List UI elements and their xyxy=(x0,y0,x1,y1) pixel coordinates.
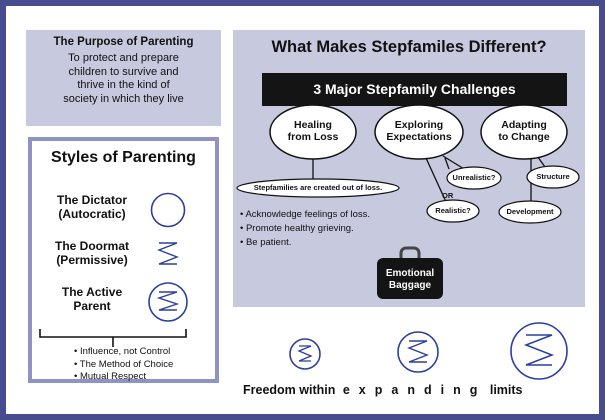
unrealistic-label: Unrealistic? xyxy=(452,173,496,182)
loss-statement: Stepfamilies are created out of loss. xyxy=(253,183,383,192)
development-label: Development xyxy=(506,207,554,216)
bracket-brace xyxy=(39,329,187,347)
challenge-change-label: Adapting to Change xyxy=(481,119,567,143)
purpose-line: children to survive and xyxy=(68,65,179,78)
unrealistic-ellipse xyxy=(446,166,502,190)
baggage-line: Baggage xyxy=(388,280,432,291)
structure-label: Structure xyxy=(536,172,570,181)
style-name: The Active xyxy=(61,285,123,299)
challenge-ellipse xyxy=(374,104,464,160)
style-type: (Autocratic) xyxy=(58,207,126,221)
active-parent-bullets: • Influence, not Control • The Method of… xyxy=(74,346,173,384)
purpose-line: society in which they live xyxy=(63,92,184,105)
style-name: The Dictator xyxy=(56,193,127,207)
or-label: OR xyxy=(442,191,454,200)
stepfamilies-panel: What Makes Stepfamiles Different? 3 Majo… xyxy=(233,30,585,307)
challenge-ellipse xyxy=(269,104,357,160)
zigzag-icon xyxy=(157,242,179,265)
bullet-item: • Mutual Respect xyxy=(74,371,146,382)
challenges-bar-label: 3 Major Stepfamily Challenges xyxy=(313,81,516,97)
bullet-item: • Be patient. xyxy=(240,237,292,248)
challenges-diagram xyxy=(236,104,580,299)
challenge-expectations-label: Exploring Expectations xyxy=(375,119,463,143)
empty-circle-icon xyxy=(150,192,186,228)
freedom-suffix: limits xyxy=(489,383,523,397)
baggage-icon xyxy=(377,258,443,299)
realistic-label: Realistic? xyxy=(435,206,471,215)
bullet-item: • The Method of Choice xyxy=(74,358,174,370)
freedom-spaced-word: expanding xyxy=(342,383,487,397)
loss-statement-ellipse xyxy=(236,178,400,198)
purpose-box: The Purpose of Parenting To protect and … xyxy=(26,30,221,126)
challenge-line: Exploring xyxy=(394,119,444,131)
bullet-item: • Influence, not Control xyxy=(74,346,171,357)
connector-line xyxy=(425,157,448,205)
structure-ellipse xyxy=(526,165,580,189)
style-dictator-label: The Dictator (Autocratic) xyxy=(38,193,146,221)
small-limit-icon xyxy=(289,338,321,370)
challenge-line: Expectations xyxy=(386,131,452,143)
large-limit-icon xyxy=(510,322,568,380)
development-ellipse xyxy=(498,200,562,224)
freedom-caption: Freedom within expanding limits xyxy=(243,383,588,397)
style-type: Parent xyxy=(73,299,111,313)
baggage-label: Emotional Baggage xyxy=(380,268,440,292)
purpose-title: The Purpose of Parenting xyxy=(53,36,194,48)
style-type: (Permissive) xyxy=(56,253,128,267)
purpose-body: To protect and prepare children to survi… xyxy=(26,52,221,106)
challenge-loss-label: Healing from Loss xyxy=(270,119,356,143)
challenge-ellipse xyxy=(480,104,568,160)
panel-title: What Makes Stepfamiles Different? xyxy=(271,38,547,56)
style-name: The Doormat xyxy=(54,239,129,253)
medium-limit-icon xyxy=(397,331,439,373)
challenges-bar: 3 Major Stepfamily Challenges xyxy=(262,73,567,106)
challenge-line: Adapting xyxy=(501,119,547,131)
baggage-line: Emotional xyxy=(385,268,435,279)
challenge-line: Healing xyxy=(294,119,332,131)
loss-bullets: • Acknowledge feelings of loss. • Promot… xyxy=(240,208,370,250)
challenge-line: to Change xyxy=(498,131,550,143)
bullet-item: • Promote healthy grieving. xyxy=(240,223,354,234)
styles-title: Styles of Parenting xyxy=(51,149,196,166)
circled-zigzag-icon xyxy=(148,282,188,322)
freedom-prefix: Freedom within xyxy=(243,383,336,397)
style-doormat-label: The Doormat (Permissive) xyxy=(38,239,146,267)
challenge-line: from Loss xyxy=(287,131,339,143)
purpose-line: To protect and prepare xyxy=(68,52,179,64)
bullet-item: • Acknowledge feelings of loss. xyxy=(240,209,371,220)
connector-line xyxy=(444,157,450,170)
style-active-label: The Active Parent xyxy=(38,285,146,313)
realistic-ellipse xyxy=(426,199,480,223)
purpose-line: thrive in the kind of xyxy=(77,79,170,92)
styles-box: Styles of Parenting The Dictator (Autocr… xyxy=(28,137,219,383)
